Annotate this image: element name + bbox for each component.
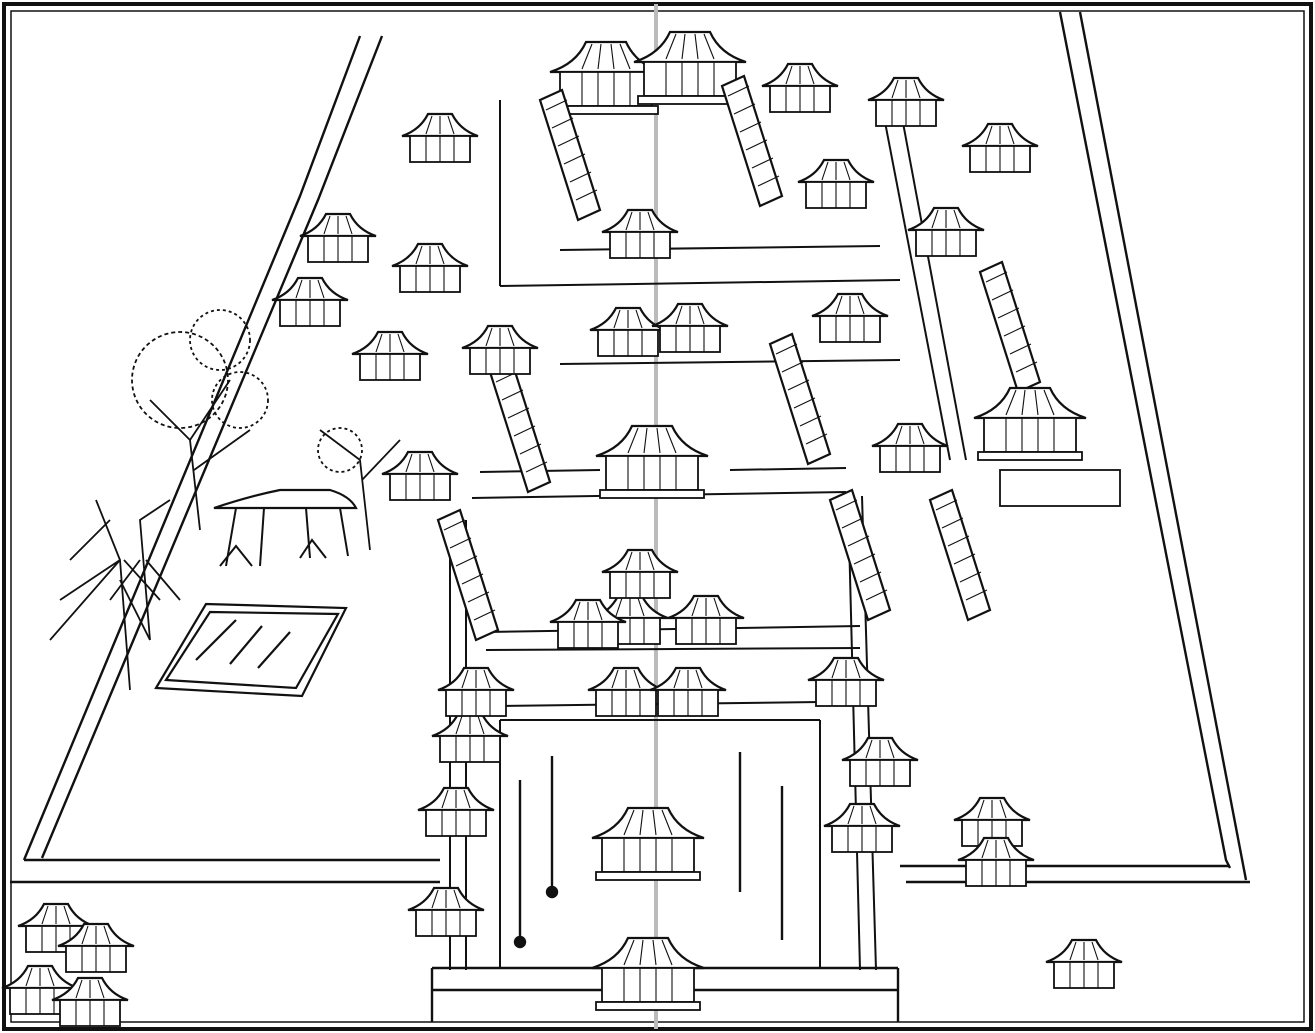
flagpoles <box>513 752 784 949</box>
bottom-left-compound <box>0 902 136 1028</box>
garden-terrace <box>154 602 348 698</box>
left-wing-halls <box>270 112 540 938</box>
bottom-right-gate <box>1044 938 1124 990</box>
courtyard-walls <box>449 95 967 971</box>
compound-walls <box>10 11 1250 1022</box>
right-wing-halls <box>806 122 1121 888</box>
trees <box>49 309 401 691</box>
garden-pavilion <box>213 488 358 567</box>
